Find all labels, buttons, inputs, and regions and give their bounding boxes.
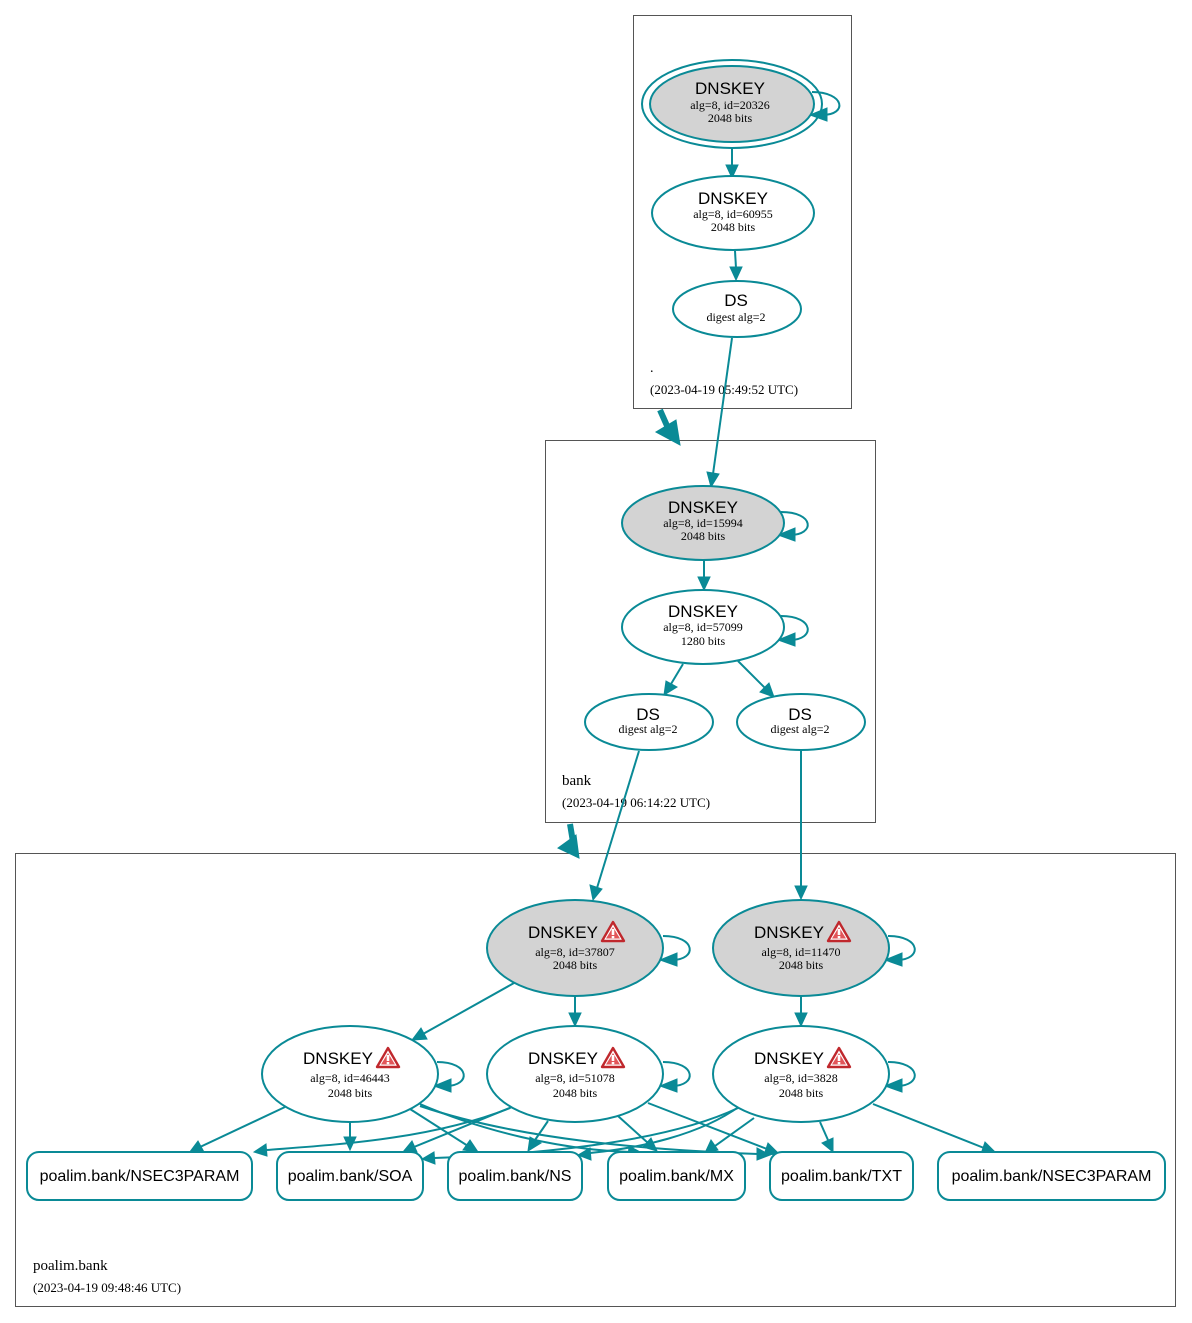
node-digest: digest alg=2: [706, 310, 765, 324]
node-alg-id: alg=8, id=51078: [535, 1071, 615, 1085]
node-alg-id: alg=8, id=15994: [663, 516, 743, 530]
node-alg-id: alg=8, id=60955: [693, 207, 773, 221]
node-alg-id: alg=8, id=11470: [761, 945, 840, 959]
dnskey-node-poalim-ksk-37807[interactable]: DNSKEY alg=8, id=37807 2048 bits: [486, 899, 664, 997]
node-alg-id: alg=8, id=46443: [310, 1071, 390, 1085]
dnskey-node-poalim-zsk-3828[interactable]: DNSKEY alg=8, id=3828 2048 bits: [712, 1025, 890, 1123]
zone-root-name: .: [650, 361, 654, 376]
record-label: poalim.bank/TXT: [781, 1168, 902, 1185]
record-nsec3param-right[interactable]: poalim.bank/NSEC3PARAM: [937, 1151, 1166, 1201]
node-title: DNSKEY: [754, 1049, 824, 1068]
record-label: poalim.bank/NS: [459, 1168, 572, 1185]
node-alg-id: alg=8, id=57099: [663, 620, 743, 634]
node-bits: 2048 bits: [328, 1086, 373, 1100]
node-bits: 2048 bits: [553, 1086, 598, 1100]
node-title: DNSKEY: [698, 189, 768, 208]
ds-node-bank-2[interactable]: DS digest alg=2: [736, 693, 866, 751]
record-txt[interactable]: poalim.bank/TXT: [769, 1151, 914, 1201]
node-title: DS: [636, 705, 660, 724]
zone-poalim-name: poalim.bank: [33, 1258, 108, 1274]
zone-bank-timestamp: (2023-04-19 06:14:22 UTC): [562, 795, 710, 810]
node-title: DNSKEY: [668, 602, 738, 621]
dnskey-node-poalim-zsk-51078[interactable]: DNSKEY alg=8, id=51078 2048 bits: [486, 1025, 664, 1123]
node-bits: 2048 bits: [711, 220, 756, 234]
node-alg-id: alg=8, id=20326: [690, 98, 770, 112]
dnskey-node-root-zsk[interactable]: DNSKEY alg=8, id=60955 2048 bits: [651, 175, 815, 251]
node-title: DNSKEY: [528, 1049, 598, 1068]
record-label: poalim.bank/SOA: [288, 1168, 413, 1185]
node-digest: digest alg=2: [618, 722, 677, 736]
dnskey-node-bank-zsk[interactable]: DNSKEY alg=8, id=57099 1280 bits: [621, 589, 785, 665]
node-title: DNSKEY: [303, 1049, 373, 1068]
ds-node-bank-1[interactable]: DS digest alg=2: [584, 693, 714, 751]
dnskey-node-poalim-zsk-46443[interactable]: DNSKEY alg=8, id=46443 2048 bits: [261, 1025, 439, 1123]
zone-poalim-timestamp: (2023-04-19 09:48:46 UTC): [33, 1280, 181, 1295]
record-label: poalim.bank/NSEC3PARAM: [40, 1168, 240, 1185]
dnskey-node-poalim-ksk-11470[interactable]: DNSKEY alg=8, id=11470 2048 bits: [712, 899, 890, 997]
ds-node-root[interactable]: DS digest alg=2: [672, 280, 802, 338]
node-bits: 2048 bits: [779, 1086, 824, 1100]
record-mx[interactable]: poalim.bank/MX: [607, 1151, 746, 1201]
dnskey-node-bank-ksk[interactable]: DNSKEY alg=8, id=15994 2048 bits: [621, 485, 785, 561]
delegation-bank-to-poalim: [557, 823, 580, 859]
dnskey-node-root-ksk[interactable]: DNSKEY alg=8, id=20326 2048 bits: [641, 59, 823, 149]
node-bits: 2048 bits: [681, 529, 726, 543]
node-title: DNSKEY: [695, 79, 765, 98]
node-digest: digest alg=2: [770, 722, 829, 736]
node-title: DNSKEY: [754, 923, 824, 942]
node-bits: 2048 bits: [779, 958, 824, 972]
node-alg-id: alg=8, id=3828: [764, 1071, 838, 1085]
zone-bank-name: bank: [562, 773, 592, 789]
node-title: DNSKEY: [528, 923, 598, 942]
edges: [187, 91, 998, 1165]
node-title: DS: [788, 705, 812, 724]
node-bits: 2048 bits: [708, 111, 753, 125]
record-label: poalim.bank/NSEC3PARAM: [952, 1168, 1152, 1185]
node-bits: 2048 bits: [553, 958, 598, 972]
node-title: DNSKEY: [668, 498, 738, 517]
node-alg-id: alg=8, id=37807: [535, 945, 615, 959]
node-title: DS: [724, 291, 748, 310]
record-label: poalim.bank/MX: [619, 1168, 734, 1185]
record-ns[interactable]: poalim.bank/NS: [447, 1151, 583, 1201]
delegation-root-to-bank: [654, 408, 681, 446]
record-nsec3param-left[interactable]: poalim.bank/NSEC3PARAM: [26, 1151, 253, 1201]
record-soa[interactable]: poalim.bank/SOA: [276, 1151, 424, 1201]
node-bits: 1280 bits: [681, 634, 726, 648]
